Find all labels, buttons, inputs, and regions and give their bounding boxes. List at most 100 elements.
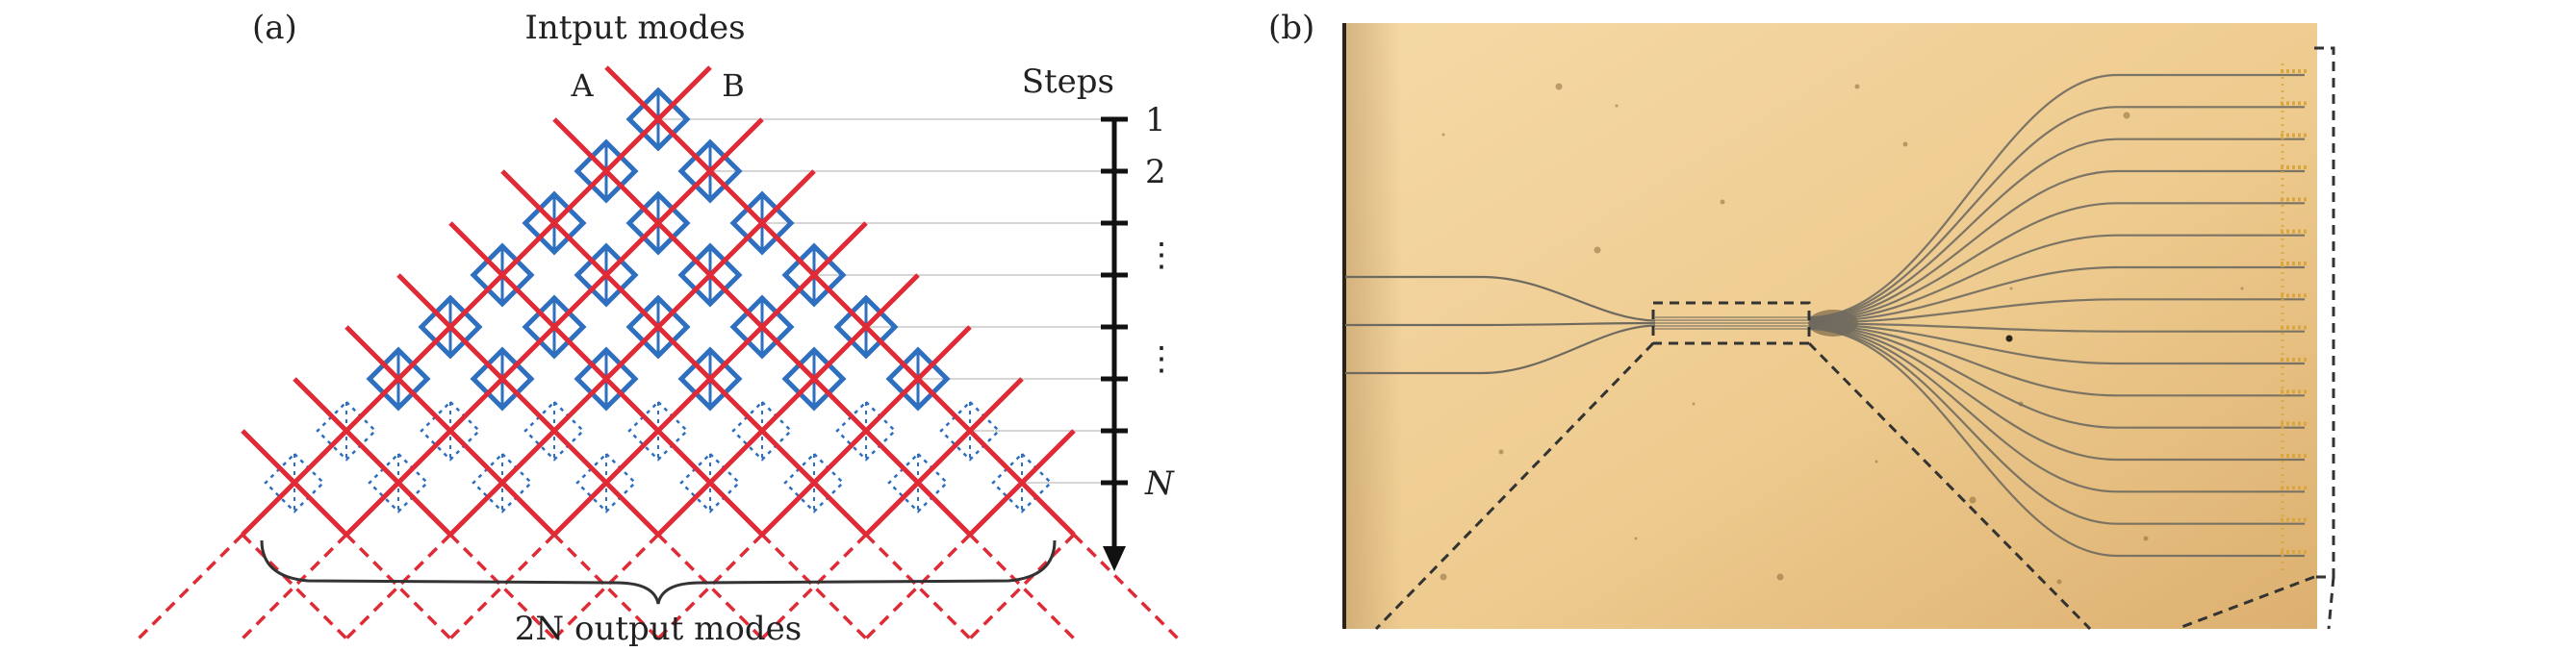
surface-speck	[1634, 537, 1638, 540]
light-path-dashed	[344, 533, 452, 640]
surface-speck	[1615, 104, 1619, 108]
output-waveguide	[1808, 138, 2305, 320]
surface-speck	[1498, 449, 1504, 455]
output-waveguide	[1808, 73, 2305, 319]
light-path-segment	[293, 377, 452, 537]
light-path-dashed	[448, 533, 556, 640]
light-path-segment	[396, 273, 660, 537]
output-connector-right	[2327, 576, 2335, 630]
output-waveguide	[1808, 106, 2305, 319]
light-path-dashed	[241, 533, 348, 640]
light-path-dashed	[656, 533, 764, 640]
surface-speck	[1902, 141, 1908, 147]
output-waveguide	[1808, 322, 2305, 333]
surface-speck	[1440, 573, 1447, 581]
input-waveguide	[1345, 324, 1656, 375]
step-labels: 1 2 ⋮ ⋮ N	[1144, 101, 1178, 503]
light-path-dashed	[864, 533, 972, 640]
beam-splitter	[627, 400, 689, 462]
output-connector-bottom	[2176, 575, 2315, 631]
output-waveguide	[1808, 234, 2305, 323]
step-axis-arrowhead	[1103, 546, 1126, 571]
zoom-connector-left	[1374, 341, 1655, 631]
surface-speck	[1854, 84, 1860, 89]
light-path-segment	[968, 429, 1076, 537]
output-waveguide	[1808, 327, 2305, 558]
surface-speck	[1594, 246, 1601, 254]
output-modes-label: 2N output modes	[515, 610, 802, 648]
surface-speck	[2240, 287, 2244, 290]
light-path-dashed	[448, 533, 556, 640]
light-path-dashed	[656, 533, 764, 640]
panel-a: (a) Intput modes A B Steps 12⋮⋮N 2N outp…	[137, 9, 1180, 648]
step-axis	[1101, 116, 1128, 571]
beam-splitter	[731, 400, 793, 462]
surface-speck	[1969, 496, 1977, 504]
panel-b: (b)	[1268, 9, 2335, 631]
output-waveguide	[1808, 202, 2305, 322]
beam-splitter	[887, 452, 949, 513]
light-path-segment	[760, 325, 972, 537]
output-waveguide	[1808, 298, 2305, 324]
beam-splitter-lattice	[264, 87, 1053, 513]
surface-speck	[1441, 133, 1445, 137]
beam-splitter	[679, 452, 741, 513]
light-path-dashed	[552, 533, 660, 640]
output-waveguide	[1808, 169, 2305, 321]
beam-splitter	[420, 400, 481, 462]
surface-speck	[1720, 199, 1725, 205]
light-path-segment	[656, 273, 920, 537]
beam-splitter	[523, 400, 585, 462]
step-label: 1	[1145, 101, 1166, 139]
beam-splitter	[368, 452, 429, 513]
light-path-dashed	[241, 533, 348, 640]
surface-speck	[1555, 83, 1563, 90]
light-paths	[137, 65, 1180, 640]
surface-speck	[2056, 579, 2062, 585]
beam-splitter	[783, 452, 845, 513]
step-label: N	[1144, 464, 1175, 503]
surface-speck	[2143, 536, 2149, 541]
step-label: 2	[1145, 153, 1166, 191]
beam-splitter	[316, 400, 377, 462]
input-waveguide	[1345, 321, 1656, 327]
output-waveguide	[1808, 323, 2305, 365]
light-path-dashed	[760, 533, 868, 640]
step-label: ⋮	[1145, 339, 1178, 378]
output-waveguide	[1808, 326, 2305, 493]
light-path-segment	[500, 169, 868, 537]
light-path-dashed	[864, 533, 972, 640]
beam-splitter	[575, 452, 637, 513]
step-label: ⋮	[1145, 236, 1178, 274]
output-array-box	[2314, 46, 2335, 579]
input-mode-a-label: A	[570, 67, 594, 104]
light-path-segment	[864, 377, 1024, 537]
surface-speck	[1692, 402, 1696, 406]
light-path-dashed	[137, 533, 244, 640]
surface-speck	[2009, 287, 2013, 290]
light-path-dashed	[968, 533, 1076, 640]
light-path-segment	[448, 169, 816, 537]
beam-splitter	[835, 400, 897, 462]
chip-surface-specks	[1440, 83, 2244, 585]
light-path-segment	[241, 429, 348, 537]
surface-speck	[1776, 573, 1784, 581]
panel-b-label: (b)	[1268, 9, 1314, 47]
output-waveguide	[1808, 323, 2305, 397]
surface-speck	[1875, 460, 1878, 463]
output-waveguide	[1808, 265, 2305, 323]
light-path-segment	[604, 65, 1076, 537]
light-path-dashed	[344, 533, 452, 640]
light-path-dashed	[552, 533, 660, 640]
waveguide-array	[1345, 63, 2309, 573]
steps-title: Steps	[1022, 63, 1114, 101]
beam-splitter	[991, 452, 1053, 513]
input-modes-title: Intput modes	[524, 9, 745, 47]
surface-speck	[2123, 112, 2130, 119]
output-waveguide	[1808, 324, 2305, 429]
beam-splitter	[472, 452, 533, 513]
output-modes-brace	[260, 539, 1057, 605]
output-waveguide	[1808, 327, 2305, 525]
light-path-segment	[241, 65, 712, 537]
